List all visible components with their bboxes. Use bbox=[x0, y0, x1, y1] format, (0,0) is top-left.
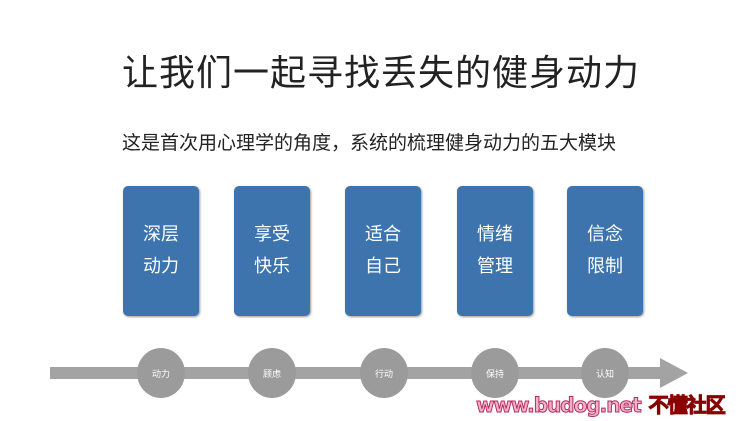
card-line: 自己 bbox=[365, 256, 401, 277]
card-line: 动力 bbox=[143, 256, 179, 277]
card-line: 适合 bbox=[365, 224, 401, 245]
timeline-node: 行动 bbox=[360, 348, 408, 398]
card-line: 深层 bbox=[143, 224, 179, 245]
card-line: 信念 bbox=[587, 224, 623, 245]
arrow-head-icon bbox=[660, 358, 688, 388]
card-line: 享受 bbox=[254, 224, 290, 245]
card-line: 情绪 bbox=[477, 224, 513, 245]
card-line: 管理 bbox=[477, 256, 513, 277]
page-subtitle: 这是首次用心理学的角度，系统的梳理健身动力的五大模块 bbox=[122, 132, 617, 154]
watermark-url: www.budog.net bbox=[476, 393, 643, 418]
module-card: 深层动力 bbox=[123, 186, 199, 316]
module-card: 信念限制 bbox=[567, 186, 643, 316]
watermark-name: 不懂社区 bbox=[648, 393, 726, 418]
timeline-node: 认知 bbox=[581, 348, 629, 398]
module-card: 享受快乐 bbox=[234, 186, 310, 316]
card-line: 限制 bbox=[587, 256, 623, 277]
card-line: 快乐 bbox=[254, 256, 290, 277]
module-card: 适合自己 bbox=[345, 186, 421, 316]
page-title: 让我们一起寻找丢失的健身动力 bbox=[122, 53, 641, 94]
module-card: 情绪管理 bbox=[457, 186, 533, 316]
timeline-node: 保持 bbox=[471, 348, 519, 398]
timeline-node: 顾虑 bbox=[248, 348, 296, 398]
timeline-node: 动力 bbox=[137, 348, 185, 398]
